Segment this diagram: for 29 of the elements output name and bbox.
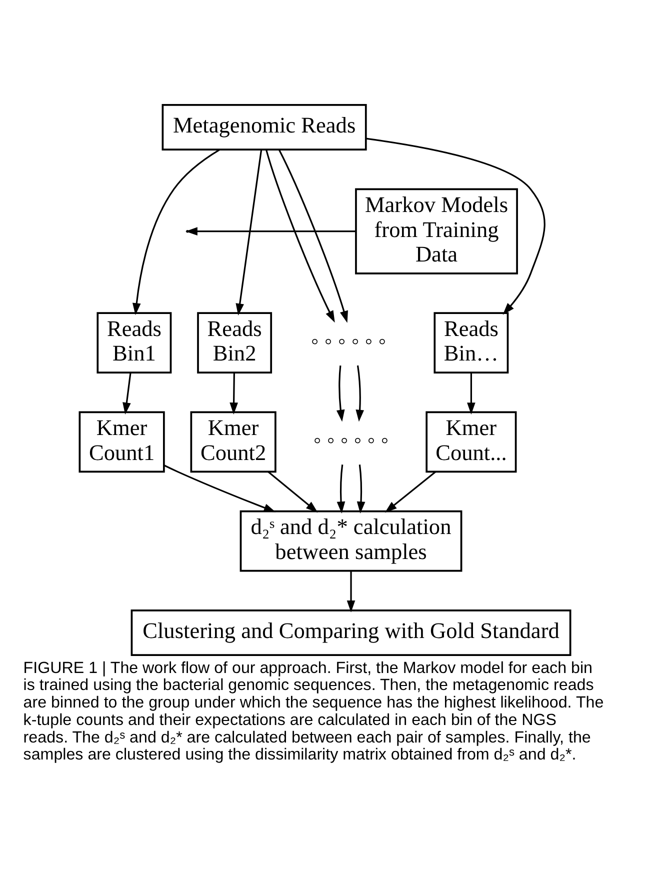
arrow bbox=[384, 471, 436, 513]
arrow bbox=[467, 373, 476, 414]
node-box: Reads Bin1 bbox=[96, 312, 172, 374]
node-box: d₂ˢ and d₂* calculation between samples bbox=[240, 510, 462, 572]
arrow bbox=[236, 150, 262, 316]
node-box: Reads Bin2 bbox=[197, 312, 272, 374]
arrow bbox=[278, 149, 348, 323]
arrow bbox=[265, 149, 335, 323]
node-box: Kmer Count1 bbox=[78, 411, 165, 473]
node-text: ◦ ◦ ◦ ◦ ◦ ◦ bbox=[310, 328, 386, 354]
arrow bbox=[336, 365, 345, 422]
arrow bbox=[356, 464, 366, 514]
arrow bbox=[336, 464, 346, 514]
node-box: Kmer Count... bbox=[426, 411, 517, 473]
node-box: Kmer Count2 bbox=[190, 411, 276, 473]
arrow bbox=[164, 464, 276, 512]
arrow bbox=[132, 149, 220, 316]
node-box: Reads Bin… bbox=[434, 312, 509, 374]
arrow bbox=[346, 571, 356, 612]
arrow bbox=[122, 372, 132, 414]
node-text: ◦ ◦ ◦ ◦ ◦ ◦ bbox=[313, 427, 389, 452]
node-box: Metagenomic Reads bbox=[162, 104, 367, 150]
arrow bbox=[268, 471, 318, 513]
arrow bbox=[356, 365, 364, 422]
caption: FIGURE 1 | The work flow of our approach. First, the Markov model for each bin is trained using the bacterial genomic sequences. Then, the metagenomic reads are binned to the group under which the sequence has the highest likelihood. The k-tuple counts and their expectations are calculated in each bin of the NGS reads. The d₂ˢ and d₂* are calculated between each pair of samples. Finally, the samples are clustered using the dissimilarity matrix obtained from d₂ˢ and d₂*. bbox=[23, 658, 604, 764]
arrow bbox=[230, 373, 238, 414]
node-box: Markov Models from Training Data bbox=[355, 188, 518, 274]
node-box: Clustering and Comparing with Gold Standard bbox=[130, 610, 572, 656]
arrow bbox=[366, 138, 546, 315]
